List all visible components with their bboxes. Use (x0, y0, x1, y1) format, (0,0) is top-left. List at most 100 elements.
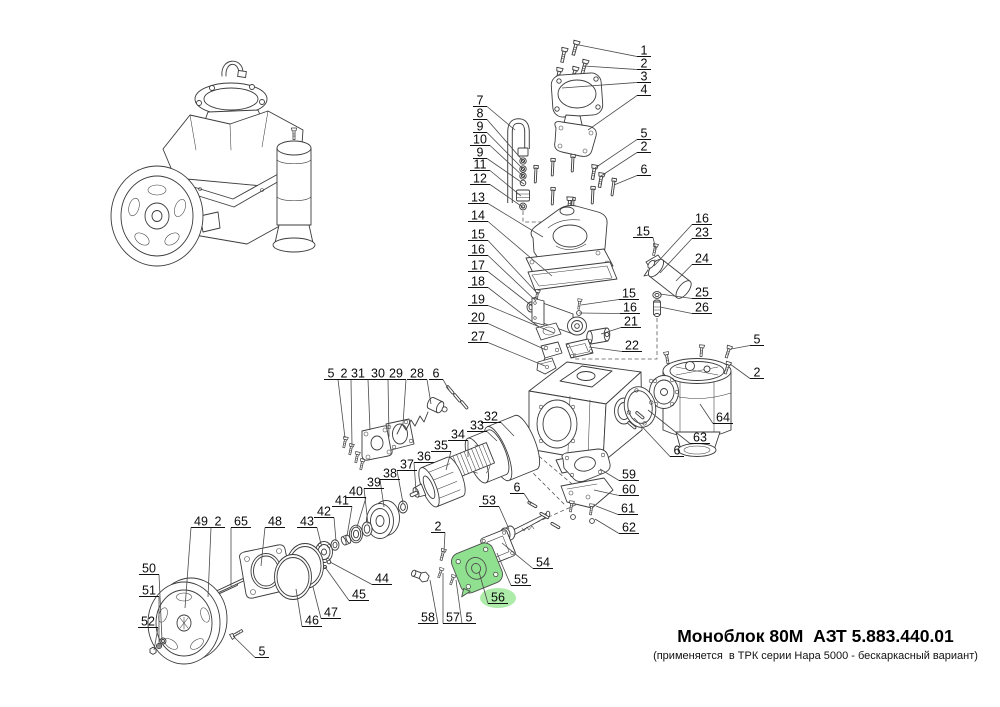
callout-18[interactable]: 18 (468, 274, 540, 328)
callout-2[interactable]: 2 (431, 519, 446, 553)
callout-48[interactable]: 48 (260, 514, 285, 567)
callout-14[interactable]: 14 (468, 208, 553, 277)
callout-21[interactable]: 21 (600, 314, 641, 335)
svg-text:14: 14 (471, 208, 485, 222)
callout-37[interactable]: 37 (396, 457, 417, 504)
callout-17[interactable]: 17 (468, 258, 533, 307)
callout-5[interactable]: 5 (730, 332, 764, 350)
callout-56-highlighted[interactable]: 56 (478, 571, 516, 608)
callout-51[interactable]: 51 (139, 583, 160, 645)
callout-53[interactable]: 53 (479, 493, 510, 530)
callout-57[interactable]: 57 (442, 573, 463, 624)
svg-text:26: 26 (695, 300, 709, 314)
callout-25[interactable]: 25 (659, 285, 712, 299)
callout-22[interactable]: 22 (588, 338, 642, 352)
callout-29[interactable]: 29 (386, 366, 407, 425)
callout-62[interactable]: 62 (594, 518, 639, 534)
part-bearing-cover-56-highlighted[interactable] (446, 540, 505, 598)
part-wedge-plate (536, 357, 557, 375)
callout-47[interactable]: 47 (312, 586, 341, 619)
callout-19[interactable]: 19 (468, 292, 555, 334)
callout-64[interactable]: 64 (699, 403, 733, 424)
callout-24[interactable]: 24 (675, 251, 712, 282)
callout-40[interactable]: 40 (346, 484, 367, 528)
callout-10[interactable]: 10 (470, 132, 525, 178)
callout-3[interactable]: 3 (561, 69, 651, 89)
callout-35[interactable]: 35 (431, 438, 452, 471)
callout-12[interactable]: 12 (470, 171, 525, 209)
callout-5[interactable]: 5 (594, 126, 651, 169)
callout-13[interactable]: 13 (468, 190, 544, 238)
svg-text:6: 6 (514, 480, 521, 494)
callout-20[interactable]: 20 (468, 310, 547, 351)
callout-6[interactable]: 6 (613, 162, 651, 186)
callout-50[interactable]: 50 (139, 561, 163, 641)
callout-2[interactable]: 2 (207, 514, 225, 598)
svg-text:65: 65 (234, 514, 248, 528)
callout-9[interactable]: 9 (473, 119, 525, 171)
callout-28[interactable]: 28 (407, 366, 432, 405)
callout-43[interactable]: 43 (297, 514, 322, 545)
callout-60[interactable]: 60 (593, 482, 639, 496)
svg-text:3: 3 (641, 69, 648, 83)
callout-33[interactable]: 33 (467, 418, 498, 442)
callout-46[interactable]: 46 (295, 588, 322, 627)
callout-6[interactable]: 6 (510, 480, 532, 505)
callout-9[interactable]: 9 (473, 145, 525, 185)
svg-text:24: 24 (695, 251, 709, 265)
svg-text:44: 44 (375, 571, 389, 585)
callout-5[interactable]: 5 (324, 366, 346, 439)
svg-text:32: 32 (484, 409, 498, 423)
callout-38[interactable]: 38 (379, 466, 400, 508)
callout-2[interactable]: 2 (729, 363, 764, 379)
callout-41[interactable]: 41 (332, 493, 353, 537)
callout-27[interactable]: 27 (468, 329, 546, 367)
callout-55[interactable]: 55 (496, 552, 531, 586)
callout-8[interactable]: 8 (473, 106, 525, 163)
callout-16[interactable]: 16 (578, 300, 640, 314)
svg-text:10: 10 (473, 132, 487, 146)
callout-39[interactable]: 39 (363, 475, 384, 525)
callout-6[interactable]: 6 (429, 366, 450, 391)
callout-63[interactable]: 63 (647, 409, 710, 444)
callout-2[interactable]: 2 (600, 139, 651, 177)
svg-text:55: 55 (514, 572, 528, 586)
callout-59[interactable]: 59 (599, 467, 639, 481)
title-block: Моноблок 80М АЗТ 5.883.440.01 (применяет… (648, 626, 983, 662)
callout-58[interactable]: 58 (418, 579, 439, 624)
callout-15[interactable]: 15 (468, 227, 539, 295)
callout-49[interactable]: 49 (184, 514, 211, 609)
part-seal-ring (398, 500, 408, 514)
callout-65[interactable]: 65 (230, 514, 251, 586)
callout-15[interactable]: 15 (580, 286, 639, 306)
callout-34[interactable]: 34 (448, 427, 469, 457)
callout-23[interactable]: 23 (659, 225, 712, 274)
svg-text:58: 58 (421, 610, 435, 624)
svg-text:19: 19 (471, 292, 485, 306)
callout-45[interactable]: 45 (324, 566, 369, 601)
callout-54[interactable]: 54 (501, 542, 553, 569)
callout-15[interactable]: 15 (633, 224, 657, 251)
callout-44[interactable]: 44 (329, 561, 392, 585)
callout-5[interactable]: 5 (455, 579, 476, 624)
callout-5[interactable]: 5 (232, 635, 269, 658)
callout-4[interactable]: 4 (587, 82, 651, 131)
callout-52[interactable]: 52 (138, 614, 159, 651)
svg-text:30: 30 (371, 366, 385, 380)
callout-1[interactable]: 1 (578, 43, 651, 57)
callout-42[interactable]: 42 (314, 504, 337, 542)
callout-11[interactable]: 11 (470, 157, 522, 197)
callout-32[interactable]: 32 (481, 409, 515, 437)
svg-text:4: 4 (641, 82, 648, 96)
callout-30[interactable]: 30 (368, 366, 390, 438)
callout-7[interactable]: 7 (473, 93, 516, 131)
callout-16[interactable]: 16 (468, 242, 537, 302)
callout-36[interactable]: 36 (413, 449, 434, 492)
callout-16[interactable]: 16 (653, 211, 712, 267)
callout-26[interactable]: 26 (659, 300, 712, 314)
callout-6[interactable]: 6 (633, 417, 684, 457)
callout-2[interactable]: 2 (583, 56, 651, 70)
svg-text:2: 2 (435, 519, 442, 533)
callout-31[interactable]: 31 (348, 366, 371, 431)
callout-61[interactable]: 61 (595, 501, 638, 515)
